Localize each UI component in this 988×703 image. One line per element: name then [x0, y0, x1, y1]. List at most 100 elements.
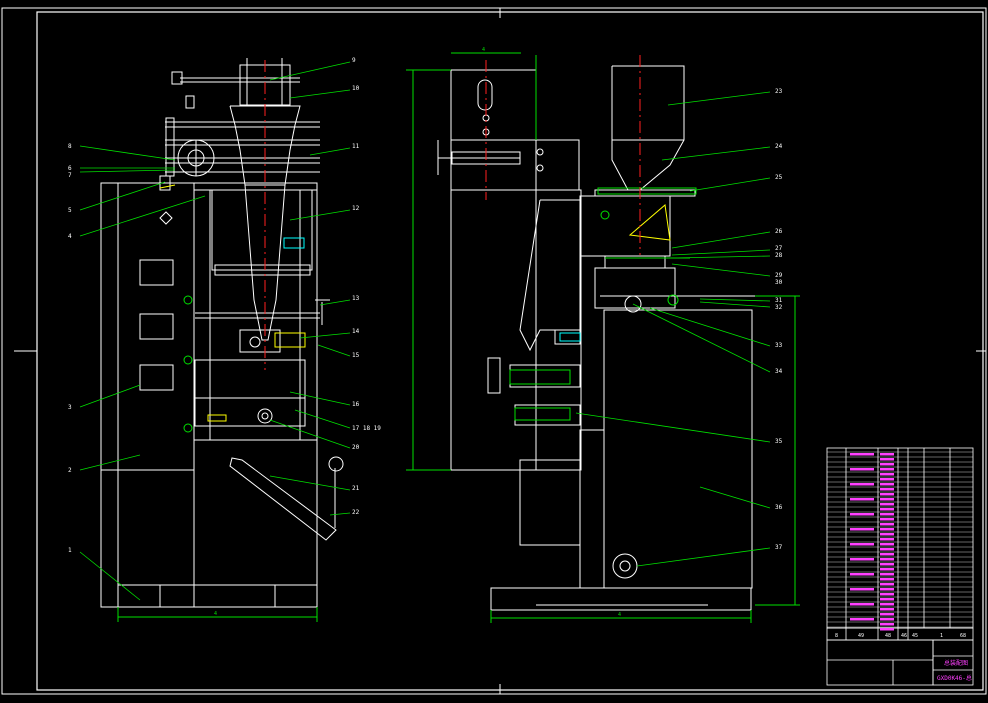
- parts-list-entry-mark: [850, 558, 874, 561]
- title-block-header: 8 49 48 46 45 1 68: [835, 633, 966, 639]
- parts-list-entry-mark: [880, 618, 894, 621]
- parts-list-entry-mark: [880, 553, 894, 556]
- parts-list-entry-mark: [880, 593, 894, 596]
- parts-list-entry-mark: [880, 623, 894, 626]
- scale-label: 68: [960, 633, 966, 639]
- header-col-2: 49: [858, 633, 864, 639]
- right-callout-labels: 23 24 25 26 27 28 29 30 31 32 33 34 35 3…: [775, 88, 783, 551]
- callout-25: 25: [775, 174, 783, 181]
- parts-list-entry-mark: [880, 488, 894, 491]
- parts-list-entry-mark: [880, 588, 894, 591]
- right-dim-top-label: 4: [482, 47, 485, 53]
- parts-list-entry-mark: [880, 468, 894, 471]
- header-col-5: 45: [912, 633, 918, 639]
- parts-list-entry-mark: [880, 463, 894, 466]
- parts-list-entry-mark: [880, 598, 894, 601]
- parts-list-entry-mark: [850, 513, 874, 516]
- callout-23: 23: [775, 88, 783, 95]
- sheet-frame: [1, 7, 987, 695]
- callout-14: 14: [352, 328, 360, 335]
- parts-list-entry-mark: [880, 493, 894, 496]
- parts-list-entry-mark: [850, 498, 874, 501]
- callout-12: 12: [352, 205, 360, 212]
- parts-list-entry-mark: [880, 473, 894, 476]
- parts-list-entry-mark: [850, 618, 874, 621]
- callout-22: 22: [352, 509, 360, 516]
- callout-31: 31: [775, 297, 783, 304]
- parts-list-entry-mark: [880, 503, 894, 506]
- right-dim-bottom-label: 4: [618, 612, 621, 618]
- parts-list-entry-mark: [880, 523, 894, 526]
- callout-27: 27: [775, 245, 783, 252]
- parts-list-entry-mark: [850, 603, 874, 606]
- left-view-hatching: [159, 184, 306, 433]
- callout-1: 1: [68, 547, 72, 554]
- left-dim-label: 4: [214, 611, 217, 617]
- callout-13: 13: [352, 295, 360, 302]
- left-callout-leaders: [79, 61, 351, 601]
- callout-2: 2: [68, 467, 72, 474]
- callout-29: 29: [775, 272, 783, 279]
- parts-list-entry-mark: [880, 458, 894, 461]
- callout-33: 33: [775, 342, 783, 349]
- header-col-4: 46: [901, 633, 907, 639]
- callout-11: 11: [352, 143, 360, 150]
- drawing-name: 总装配图: [944, 659, 968, 667]
- callout-8: 8: [68, 143, 72, 150]
- parts-list-entry-mark: [880, 548, 894, 551]
- sheet-number: 1: [940, 633, 943, 639]
- parts-list-entry-mark: [880, 563, 894, 566]
- callout-15: 15: [352, 352, 360, 359]
- parts-list-entry-mark: [850, 453, 874, 456]
- drawing-number: GXD0K46-总: [937, 674, 972, 682]
- callout-5: 5: [68, 207, 72, 214]
- callout-26: 26: [775, 228, 783, 235]
- parts-list-entry-mark: [880, 568, 894, 571]
- parts-list-entry-mark: [850, 543, 874, 546]
- parts-list-entry-mark: [880, 533, 894, 536]
- callout-3: 3: [68, 404, 72, 411]
- parts-list-entry-mark: [880, 538, 894, 541]
- title-block: [826, 447, 974, 686]
- callout-10: 10: [352, 85, 360, 92]
- parts-list-entry-mark: [850, 573, 874, 576]
- parts-list-rows: [827, 451, 973, 631]
- right-side-view: [437, 52, 755, 611]
- parts-list-entry-mark: [880, 558, 894, 561]
- left-dimension: [117, 607, 318, 622]
- callout-35: 35: [775, 438, 783, 445]
- callout-6: 6: [68, 165, 72, 172]
- header-col-1: 8: [835, 633, 838, 639]
- parts-list-entry-mark: [880, 528, 894, 531]
- parts-list-entry-mark: [880, 578, 894, 581]
- callout-17-18-19: 17 18 19: [352, 425, 381, 432]
- parts-list-entry-mark: [880, 483, 894, 486]
- parts-list-entry-mark: [880, 518, 894, 521]
- header-col-3: 48: [885, 633, 891, 639]
- callout-37: 37: [775, 544, 783, 551]
- parts-list-entry-mark: [880, 628, 894, 631]
- callout-24: 24: [775, 143, 783, 150]
- callout-7: 7: [68, 172, 72, 179]
- parts-list-entry-mark: [850, 483, 874, 486]
- left-callout-labels: 9 10 11 12 13 14 15 16 17 18 19 20 21 22…: [68, 57, 381, 554]
- parts-list-entry-mark: [880, 508, 894, 511]
- parts-list-entry-mark: [880, 603, 894, 606]
- parts-list-entry-mark: [850, 528, 874, 531]
- callout-34: 34: [775, 368, 783, 375]
- callout-21: 21: [352, 485, 360, 492]
- callout-4: 4: [68, 233, 72, 240]
- callout-36: 36: [775, 504, 783, 511]
- parts-list-entry-mark: [880, 573, 894, 576]
- parts-list-entry-mark: [850, 588, 874, 591]
- right-view-hatching: [509, 187, 697, 421]
- parts-list-entry-mark: [880, 478, 894, 481]
- right-dimensions: [406, 55, 800, 623]
- parts-list-entry-mark: [880, 583, 894, 586]
- parts-list-entry-mark: [850, 468, 874, 471]
- parts-list-entry-mark: [880, 513, 894, 516]
- parts-list-entry-mark: [880, 453, 894, 456]
- parts-list-entry-mark: [880, 608, 894, 611]
- right-callout-leaders: [575, 91, 771, 567]
